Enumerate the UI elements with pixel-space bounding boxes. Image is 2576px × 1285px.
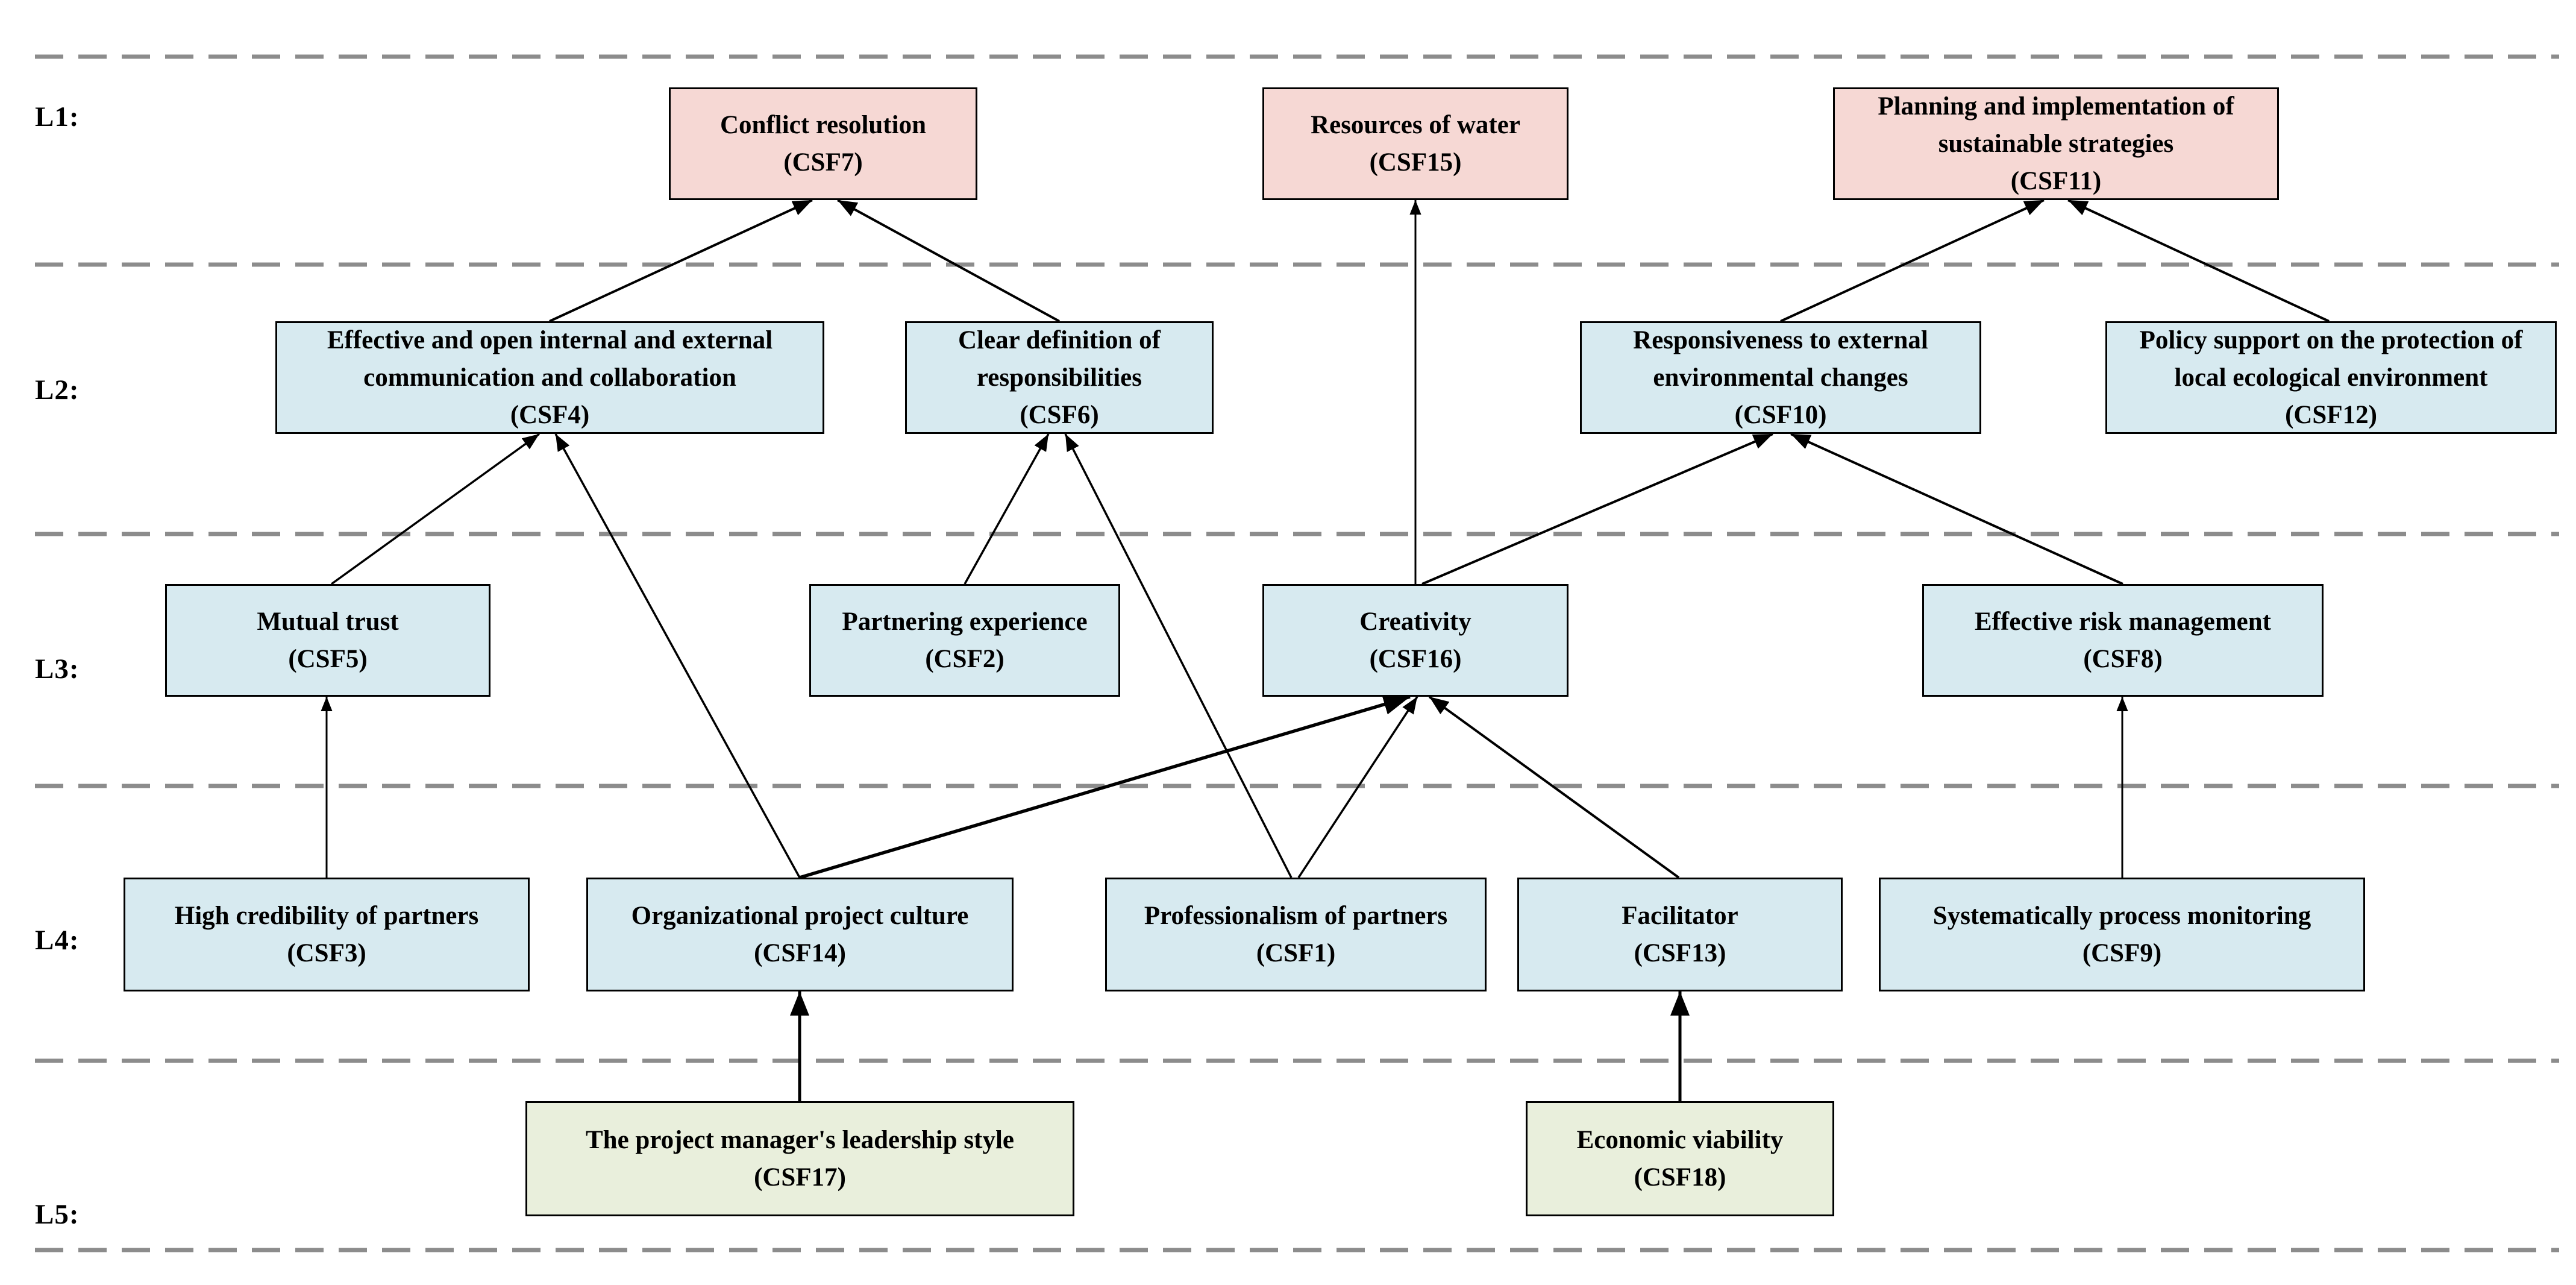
node-label: Conflict resolution <box>719 110 926 139</box>
level-label-l1: L1: <box>35 101 80 133</box>
arrow-CSF14-to-CSF16 <box>799 694 1411 879</box>
node-CSF13: Facilitator (CSF13) <box>1517 878 1843 991</box>
arrow-CSF14-to-CSF4 <box>554 433 801 878</box>
node-CSF17: The project manager's leadership style (C… <box>525 1101 1074 1216</box>
node-code: (CSF14) <box>754 938 846 967</box>
node-code: (CSF17) <box>754 1163 846 1192</box>
node-CSF14: Organizational project culture (CSF14) <box>586 878 1014 991</box>
node-CSF18: Economic viability (CSF18) <box>1526 1101 1834 1216</box>
node-code: (CSF5) <box>288 644 368 673</box>
node-CSF5: Mutual trust (CSF5) <box>165 584 490 697</box>
level-label-l4: L4: <box>35 925 80 956</box>
node-label: Systematically process monitoring <box>1932 901 2311 930</box>
node-CSF9: Systematically process monitoring (CSF9) <box>1879 878 2365 991</box>
node-CSF6: Clear definition of responsibilities (CSF… <box>905 321 1214 434</box>
node-label: High credibility of partners <box>174 901 479 930</box>
node-CSF7: Conflict resolution (CSF7) <box>669 87 977 200</box>
node-code: (CSF7) <box>783 148 863 177</box>
node-label: The project manager's leadership style <box>585 1125 1014 1154</box>
node-label: Mutual trust <box>257 607 399 636</box>
node-label: Responsiveness to external environmental… <box>1633 325 1928 392</box>
arrow-CSF6-to-CSF7 <box>837 199 1060 322</box>
node-code: (CSF12) <box>2285 400 2377 429</box>
node-label: Effective and open internal and external… <box>327 325 773 392</box>
node-code: (CSF8) <box>2083 644 2163 673</box>
level-label-l3: L3: <box>35 653 80 685</box>
arrow-CSF4-to-CSF7 <box>549 199 813 322</box>
node-label: Professionalism of partners <box>1144 901 1448 930</box>
node-code: (CSF13) <box>1634 938 1726 967</box>
arrow-CSF2-to-CSF6 <box>964 433 1050 585</box>
node-code: (CSF10) <box>1734 400 1827 429</box>
arrow-CSF1-to-CSF6 <box>1064 433 1293 878</box>
node-code: (CSF18) <box>1634 1163 1726 1192</box>
node-label: Policy support on the protection of loca… <box>2139 325 2523 392</box>
node-code: (CSF6) <box>1020 400 1099 429</box>
node-code: (CSF4) <box>510 400 590 429</box>
node-CSF10: Responsiveness to external environmental… <box>1580 321 1981 434</box>
node-label: Clear definition of responsibilities <box>957 325 1161 392</box>
node-CSF1: Professionalism of partners (CSF1) <box>1105 878 1487 991</box>
node-label: Effective risk management <box>1975 607 2271 636</box>
node-label: Partnering experience <box>842 607 1088 636</box>
node-CSF2: Partnering experience (CSF2) <box>809 584 1120 697</box>
node-label: Creativity <box>1359 607 1471 636</box>
node-code: (CSF2) <box>925 644 1004 673</box>
node-CSF12: Policy support on the protection of loca… <box>2105 321 2557 434</box>
arrow-CSF8-to-CSF10 <box>1790 433 2123 585</box>
arrow-CSF16-to-CSF10 <box>1421 433 1773 585</box>
node-code: (CSF1) <box>1256 938 1336 967</box>
arrow-CSF10-to-CSF11 <box>1780 199 2045 322</box>
level-label-l2: L2: <box>35 374 80 406</box>
level-label-l5: L5: <box>35 1199 80 1230</box>
node-label: Facilitator <box>1622 901 1738 930</box>
arrow-CSF1-to-CSF16 <box>1297 696 1418 878</box>
node-code: (CSF15) <box>1369 148 1462 177</box>
node-label: Planning and implementation of sustainab… <box>1878 92 2234 158</box>
arrow-CSF13-to-CSF16 <box>1428 696 1680 879</box>
node-CSF11: Planning and implementation of sustainab… <box>1833 87 2279 200</box>
node-CSF4: Effective and open internal and external… <box>275 321 824 434</box>
node-code: (CSF16) <box>1369 644 1462 673</box>
arrow-CSF12-to-CSF11 <box>2067 199 2330 322</box>
node-label: Economic viability <box>1576 1125 1784 1154</box>
node-code: (CSF3) <box>287 938 366 967</box>
arrow-CSF5-to-CSF4 <box>330 433 541 585</box>
node-label: Organizational project culture <box>631 901 969 930</box>
node-code: (CSF11) <box>2010 166 2102 195</box>
node-code: (CSF9) <box>2082 938 2162 967</box>
node-CSF15: Resources of water (CSF15) <box>1262 87 1568 200</box>
node-CSF16: Creativity (CSF16) <box>1262 584 1568 697</box>
node-label: Resources of water <box>1311 110 1520 139</box>
node-CSF3: High credibility of partners (CSF3) <box>124 878 530 991</box>
node-CSF8: Effective risk management (CSF8) <box>1922 584 2324 697</box>
